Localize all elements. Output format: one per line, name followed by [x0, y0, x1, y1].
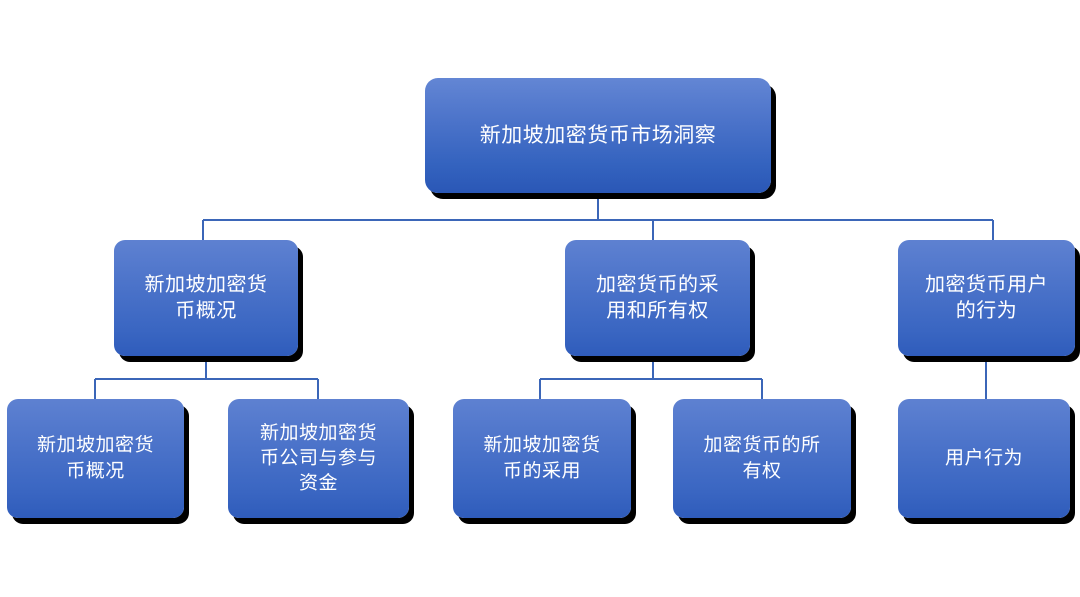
node-leaf1[interactable]: 新加坡加密货 币概况 — [7, 399, 184, 518]
node-leaf5[interactable]: 用户行为 — [898, 399, 1070, 518]
node-leaf3[interactable]: 新加坡加密货 币的采用 — [453, 399, 631, 518]
node-branch3-label: 加密货币用户 的行为 — [925, 273, 1048, 322]
node-leaf4[interactable]: 加密货币的所 有权 — [673, 399, 851, 518]
node-leaf2-label: 新加坡加密货 币公司与参与 资金 — [259, 422, 377, 495]
node-leaf3-label: 新加坡加密货 币的采用 — [483, 435, 601, 482]
node-root[interactable]: 新加坡加密货币市场洞察 — [425, 78, 771, 193]
node-leaf1-label: 新加坡加密货 币概况 — [36, 435, 154, 482]
node-branch1-label: 新加坡加密货 币概况 — [144, 273, 268, 322]
node-branch3[interactable]: 加密货币用户 的行为 — [898, 240, 1075, 356]
node-branch1[interactable]: 新加坡加密货 币概况 — [114, 240, 298, 356]
node-leaf4-label: 加密货币的所 有权 — [703, 435, 821, 482]
node-leaf5-label: 用户行为 — [944, 447, 1023, 469]
node-root-label: 新加坡加密货币市场洞察 — [479, 123, 717, 147]
node-leaf2[interactable]: 新加坡加密货 币公司与参与 资金 — [228, 399, 409, 518]
node-branch2[interactable]: 加密货币的采 用和所有权 — [565, 240, 750, 356]
node-branch2-label: 加密货币的采 用和所有权 — [596, 273, 719, 322]
